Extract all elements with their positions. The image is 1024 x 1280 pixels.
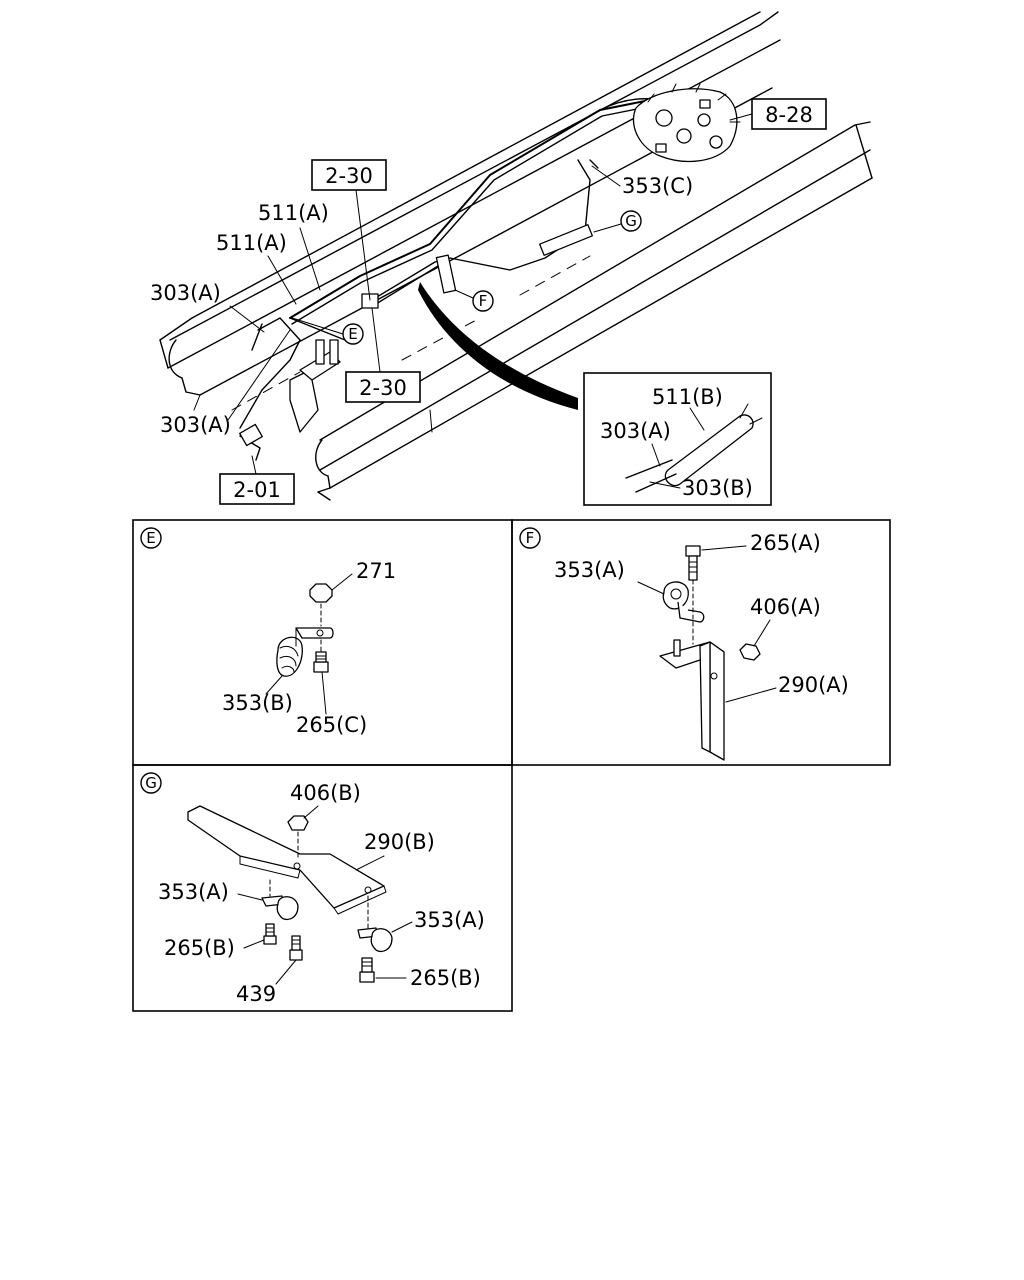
frame-rails	[159, 11, 873, 501]
svg-text:G: G	[625, 212, 637, 230]
label-406b: 406(B)	[290, 781, 361, 805]
label-265a: 265(A)	[750, 531, 821, 555]
label-290b: 290(B)	[364, 830, 435, 854]
label-353a-g-right: 353(A)	[414, 908, 485, 932]
label-511b: 511(B)	[652, 385, 723, 409]
label-265c: 265(C)	[296, 713, 367, 737]
reference-box-2-30-bottom: 2-30	[345, 307, 421, 403]
label-353a-f: 353(A)	[554, 558, 625, 582]
label-265b-right: 265(B)	[410, 966, 481, 990]
ref-label-2-30-top: 2-30	[325, 164, 373, 188]
label-353b: 353(B)	[222, 691, 293, 715]
panel-f: F 265(A) 353(A) 406(A) 290(A)	[511, 519, 891, 766]
label-439: 439	[236, 982, 276, 1006]
reference-box-2-01: 2-01	[219, 455, 295, 505]
panel-e-letter: E	[146, 529, 155, 547]
callout-E: E	[291, 317, 364, 345]
label-511a-lower: 511(A)	[216, 231, 287, 255]
label-353c: 353(C)	[622, 174, 693, 198]
engine-component	[632, 83, 741, 163]
panel-f-letter: F	[526, 529, 535, 547]
panel-e: E 271 353(B) 265(C)	[132, 519, 513, 766]
mount-bracket	[239, 339, 341, 461]
cable-inset: 511(B) 303(A) 303(B)	[583, 372, 772, 506]
callout-F: F	[454, 289, 494, 312]
ref-label-2-01: 2-01	[233, 478, 281, 502]
main-view: 8-28 2-30 2-30 2-01 353(C) 511(A) 511(A)…	[150, 11, 873, 506]
label-303b: 303(B)	[682, 476, 753, 500]
reference-box-8-28: 8-28	[729, 98, 827, 130]
svg-text:F: F	[479, 292, 488, 310]
ref-label-2-30-bottom: 2-30	[359, 376, 407, 400]
reference-box-2-30-top: 2-30	[311, 159, 387, 301]
panel-g: G 406(B) 290(B) 353(A) 353(A) 265(B)	[132, 764, 513, 1012]
callout-G: G	[593, 210, 642, 233]
label-290a: 290(A)	[778, 673, 849, 697]
label-265b-left: 265(B)	[164, 936, 235, 960]
svg-text:E: E	[348, 325, 357, 343]
ref-label-8-28: 8-28	[765, 103, 813, 127]
panel-g-letter: G	[145, 774, 157, 792]
harness-lines	[239, 98, 691, 429]
label-406a: 406(A)	[750, 595, 821, 619]
label-271: 271	[356, 559, 396, 583]
label-353a-g-left: 353(A)	[158, 880, 229, 904]
label-511a-upper: 511(A)	[258, 201, 329, 225]
label-inset-303a: 303(A)	[600, 419, 671, 443]
label-303a-lower: 303(A)	[160, 413, 231, 437]
label-303a-upper: 303(A)	[150, 281, 221, 305]
